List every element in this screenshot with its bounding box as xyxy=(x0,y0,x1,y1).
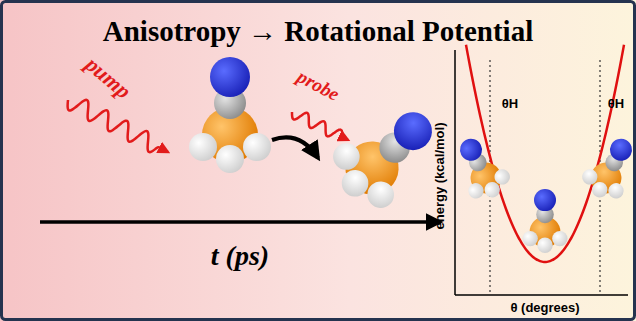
title: Anisotropy → Rotational Potential xyxy=(103,16,533,48)
molecule-left xyxy=(446,130,516,208)
x-axis-label: θ (degrees) xyxy=(510,301,579,315)
angle-label: θH xyxy=(608,97,624,111)
molecule-before xyxy=(189,57,271,173)
probe-wave xyxy=(292,112,348,140)
y-axis-label: energy (kcal/mol) xyxy=(433,123,447,230)
molecule-right xyxy=(576,130,636,208)
pump-wave xyxy=(68,100,168,152)
time-axis xyxy=(40,220,440,224)
angle-label: θH xyxy=(502,97,518,111)
time-label: t (ps) xyxy=(211,241,269,272)
plot xyxy=(455,45,628,295)
molecule-minimum xyxy=(522,189,567,253)
rotation-arrow xyxy=(272,137,318,158)
potential-curve xyxy=(466,45,624,262)
